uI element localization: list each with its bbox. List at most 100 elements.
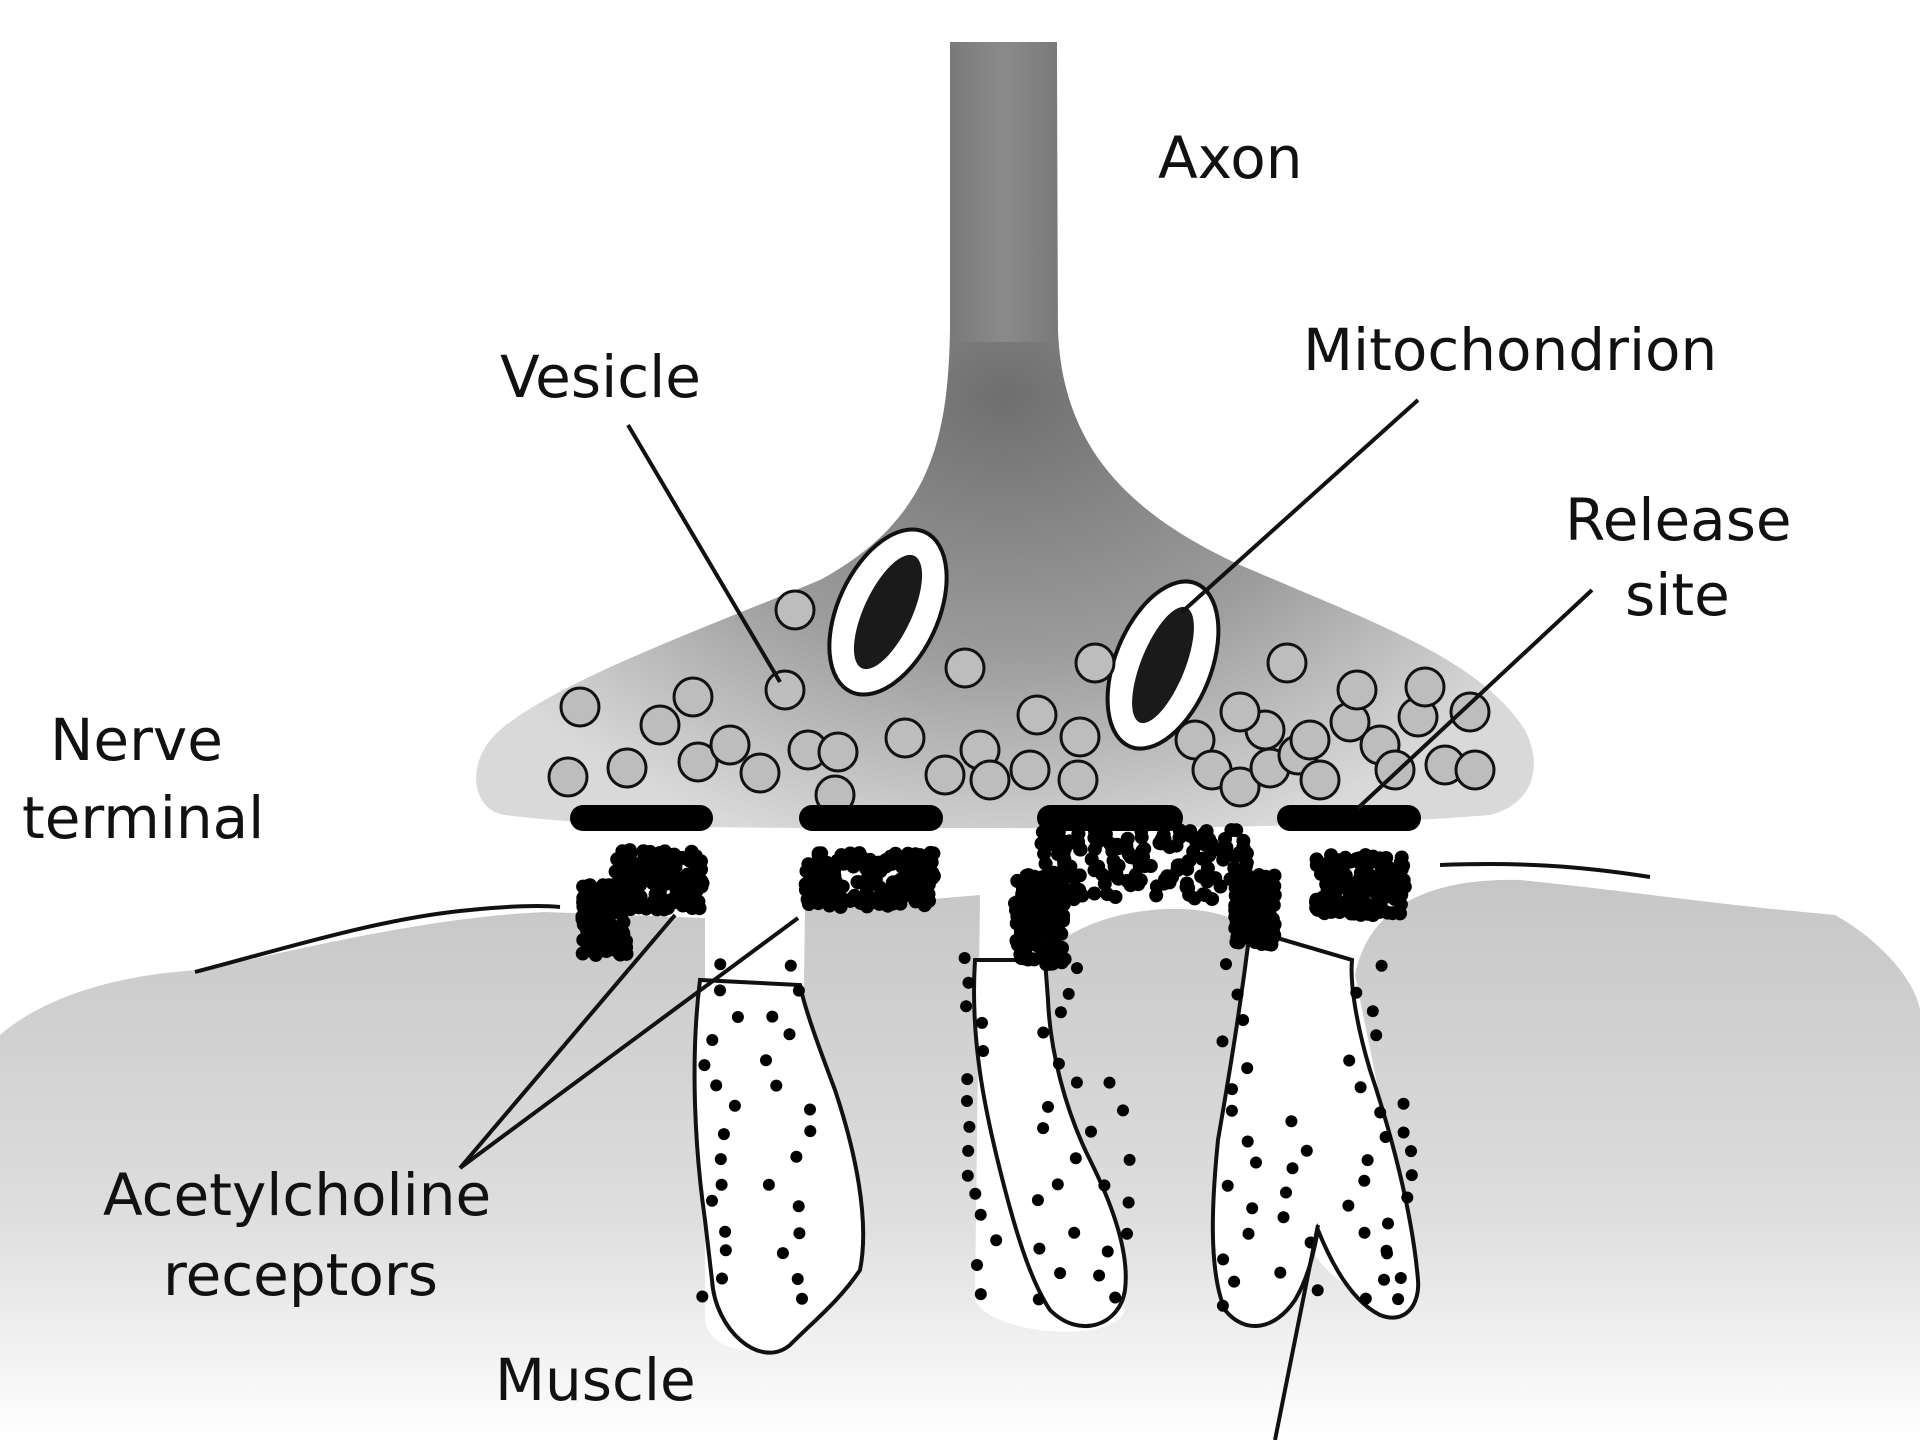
receptor-dot	[1040, 839, 1054, 853]
receptor-dot	[613, 864, 627, 878]
receptor-dot	[1261, 907, 1275, 921]
receptor-dot	[962, 1170, 974, 1182]
receptor-dot	[959, 952, 971, 964]
vesicle	[1076, 644, 1114, 682]
receptor-dot	[1230, 936, 1242, 948]
receptor-dot	[1260, 934, 1274, 948]
receptor-dot	[1088, 842, 1102, 856]
receptor-dot	[661, 901, 675, 915]
receptor-dot	[715, 1153, 727, 1165]
receptor-dot	[732, 1011, 744, 1023]
receptor-dot	[1180, 880, 1194, 894]
receptor-dot	[1287, 1162, 1299, 1174]
receptor-dot	[1188, 891, 1202, 905]
receptor-dot	[1242, 1136, 1254, 1148]
receptor-dot	[1218, 845, 1232, 859]
receptor-dot	[1280, 1187, 1292, 1199]
receptor-dot	[719, 1226, 731, 1238]
receptor-dot	[1347, 877, 1361, 891]
receptor-dot	[1087, 887, 1101, 901]
receptor-dot	[1054, 873, 1068, 887]
vesicle	[926, 756, 964, 794]
receptor-dot	[793, 985, 805, 997]
receptor-dot	[874, 890, 888, 904]
receptor-dot	[1062, 834, 1076, 848]
muscle-membrane-right	[1440, 864, 1650, 877]
vesicle	[1451, 693, 1489, 731]
receptor-dot	[960, 1000, 972, 1012]
receptor-dot	[1070, 1152, 1082, 1164]
receptor-dot	[1386, 906, 1400, 920]
vesicle	[608, 749, 646, 787]
vesicle	[776, 591, 814, 629]
vesicle	[766, 671, 804, 709]
vesicle	[1221, 693, 1259, 731]
receptor-dot	[1109, 890, 1123, 904]
receptor-dot	[1217, 1300, 1229, 1312]
receptor-dot	[1241, 1062, 1253, 1074]
nerve-terminal-label-line2: terminal	[22, 784, 264, 852]
receptor-dot	[1047, 827, 1061, 841]
receptor-dot	[1220, 958, 1232, 970]
vesicle	[1268, 644, 1306, 682]
vesicle	[1011, 751, 1049, 789]
receptor-dot	[592, 906, 606, 920]
receptor-dot	[770, 1080, 782, 1092]
receptor-dot	[836, 857, 850, 871]
receptor-dot	[729, 1100, 741, 1112]
receptor-dot	[962, 1145, 974, 1157]
receptor-dot	[1042, 1101, 1054, 1113]
receptor-dot	[1393, 878, 1407, 892]
receptor-dot	[1071, 962, 1083, 974]
receptor-dot	[1037, 1122, 1049, 1134]
receptor-dot	[961, 1073, 973, 1085]
receptor-dot	[1197, 837, 1211, 851]
axon	[950, 42, 1057, 342]
nerve-terminal-label-line1: Nerve	[50, 706, 223, 774]
receptor-dot	[1401, 1192, 1413, 1204]
receptor-dot	[1098, 1179, 1110, 1191]
receptor-dot	[1033, 1293, 1045, 1305]
receptor-dot	[1205, 892, 1219, 906]
receptor-dot	[969, 1188, 981, 1200]
vesicle	[561, 688, 599, 726]
receptor-dot	[834, 890, 848, 904]
receptor-dot	[1093, 1270, 1105, 1282]
receptor-dot	[1350, 987, 1362, 999]
mitochondrion-leader	[1182, 400, 1418, 612]
receptor-dot	[616, 852, 630, 866]
receptor-dot	[804, 1125, 816, 1137]
receptor-dot	[1342, 1200, 1354, 1212]
vesicle	[886, 719, 924, 757]
receptor-dot	[1048, 925, 1062, 939]
receptor-dot	[792, 1273, 804, 1285]
receptor-dot	[1395, 1272, 1407, 1284]
receptor-dot	[605, 939, 619, 953]
receptor-dot	[1155, 832, 1169, 846]
receptor-dot	[1123, 1197, 1135, 1209]
vesicle	[946, 649, 984, 687]
mitochondrion-label: Mitochondrion	[1303, 316, 1717, 384]
receptor-dot	[926, 871, 940, 885]
receptor-dot	[1381, 877, 1395, 891]
receptor-dot	[1039, 857, 1053, 871]
vesicle	[1291, 721, 1329, 759]
receptor-dot	[1301, 1145, 1313, 1157]
receptor-dot	[586, 944, 600, 958]
receptor-dot	[1324, 905, 1338, 919]
acetylcholine-receptors-label-line1: Acetylcholine	[103, 1161, 491, 1229]
receptor-dot	[1012, 895, 1026, 909]
vesicle-label: Vesicle	[500, 343, 701, 411]
receptor-dot	[630, 858, 644, 872]
receptor-dot	[793, 1200, 805, 1212]
receptor-dot	[777, 1247, 789, 1259]
receptor-dot	[1370, 1029, 1382, 1041]
receptor-dot	[1102, 1246, 1114, 1258]
receptor-dot	[1235, 905, 1249, 919]
vesicle	[1018, 696, 1056, 734]
receptor-dot	[1104, 1077, 1116, 1089]
receptor-dot	[1054, 1267, 1066, 1279]
receptor-dot	[1321, 890, 1335, 904]
receptor-dot	[1355, 1081, 1367, 1093]
receptor-dot	[1226, 1105, 1238, 1117]
